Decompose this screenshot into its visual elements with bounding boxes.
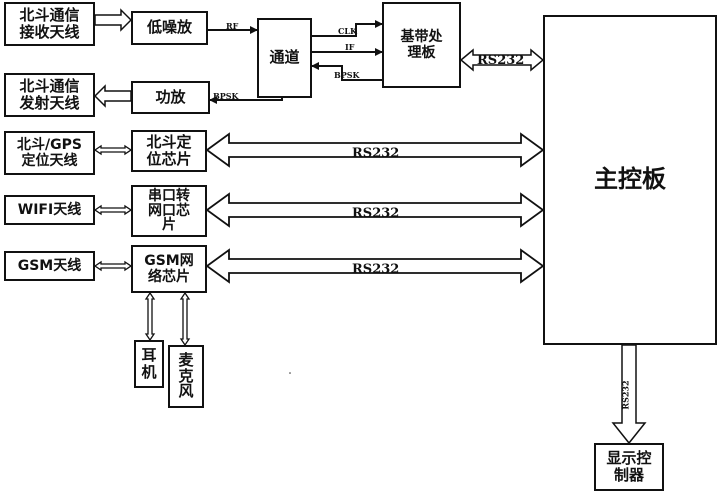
gsm-antenna-link — [93, 260, 133, 272]
rf-label: RF — [226, 21, 239, 31]
clk-label: CLK — [338, 26, 357, 36]
rx-antenna-to-lna-arrow — [94, 8, 133, 32]
microphone-link — [179, 291, 191, 347]
beidou-positioning-chip-box: 北斗定 位芯片 — [131, 130, 207, 172]
earphone-link — [144, 291, 156, 342]
lna-box: 低噪放 — [131, 11, 208, 45]
main-board-box: 主控板 — [543, 15, 717, 345]
if-label: IF — [345, 42, 355, 52]
wifi-antenna-box: WIFI天线 — [4, 195, 95, 225]
gps-antenna-link — [93, 144, 133, 156]
gsm-network-chip-box: GSM网 络芯片 — [131, 245, 207, 293]
display-controller-box: 显示控 制器 — [594, 443, 664, 491]
earphone-box: 耳 机 — [134, 340, 164, 388]
bpsk-channel-label: BPSK — [334, 70, 360, 80]
clk-line — [312, 20, 383, 37]
beidou-comm-rx-antenna-box: 北斗通信 接收天线 — [4, 2, 95, 46]
microphone-box: 麦 克 风 — [168, 345, 204, 408]
rs232-display-arrow — [611, 344, 647, 445]
gsm-antenna-box: GSM天线 — [4, 251, 95, 281]
rs232-baseband-label: RS232 — [477, 53, 525, 68]
pa-to-tx-antenna-arrow — [93, 84, 132, 108]
channel-box: 通道 — [257, 18, 312, 98]
baseband-box: 基带处 理板 — [382, 2, 461, 88]
beidou-gps-antenna-box: 北斗/GPS 定位天线 — [4, 131, 95, 175]
wifi-antenna-link — [93, 204, 133, 216]
rs232-gsm-label: RS232 — [352, 262, 400, 277]
beidou-comm-tx-antenna-box: 北斗通信 发射天线 — [4, 73, 95, 117]
serial-to-net-chip-box: 串口转 网口芯 片 — [131, 185, 207, 237]
bpsk-channel-line — [311, 62, 382, 81]
bpsk-pa-label: BPSK — [213, 91, 239, 101]
power-amp-box: 功放 — [131, 81, 210, 114]
rs232-display-label: RS232 — [620, 380, 631, 410]
rs232-beidou-label: RS232 — [352, 146, 400, 161]
rs232-wifi-label: RS232 — [352, 206, 400, 221]
